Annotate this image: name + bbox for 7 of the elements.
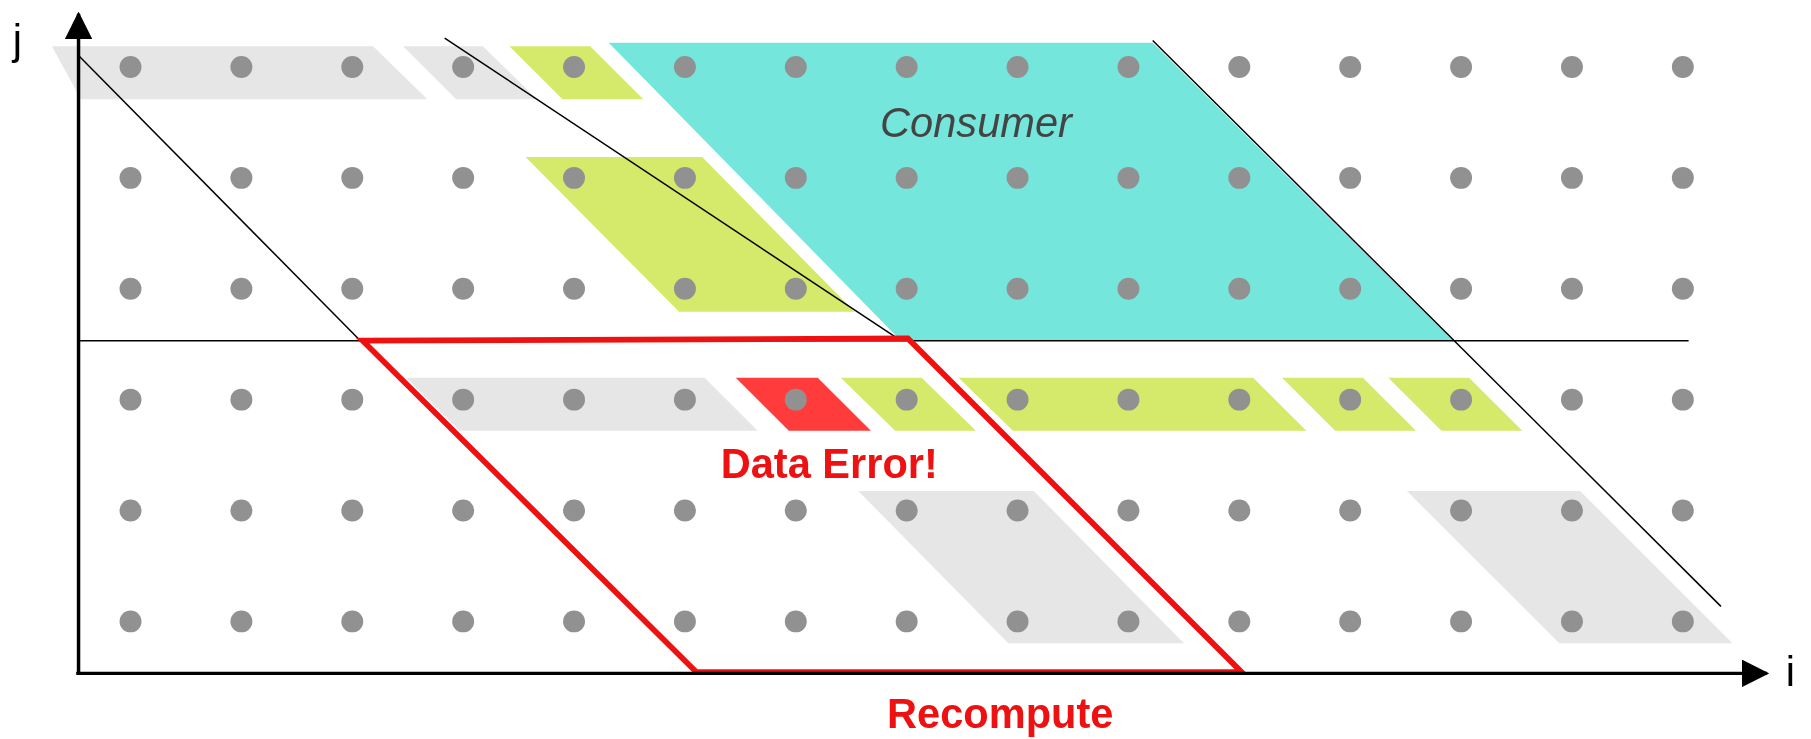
error-tile — [735, 377, 871, 431]
axis-label: i — [1785, 651, 1795, 693]
consumer-region — [608, 42, 1453, 341]
error-label: Data Error! — [720, 443, 938, 486]
region-label: Consumer — [880, 102, 1072, 145]
axis-label: j — [12, 19, 22, 62]
region-label: Recompute — [887, 693, 1114, 735]
